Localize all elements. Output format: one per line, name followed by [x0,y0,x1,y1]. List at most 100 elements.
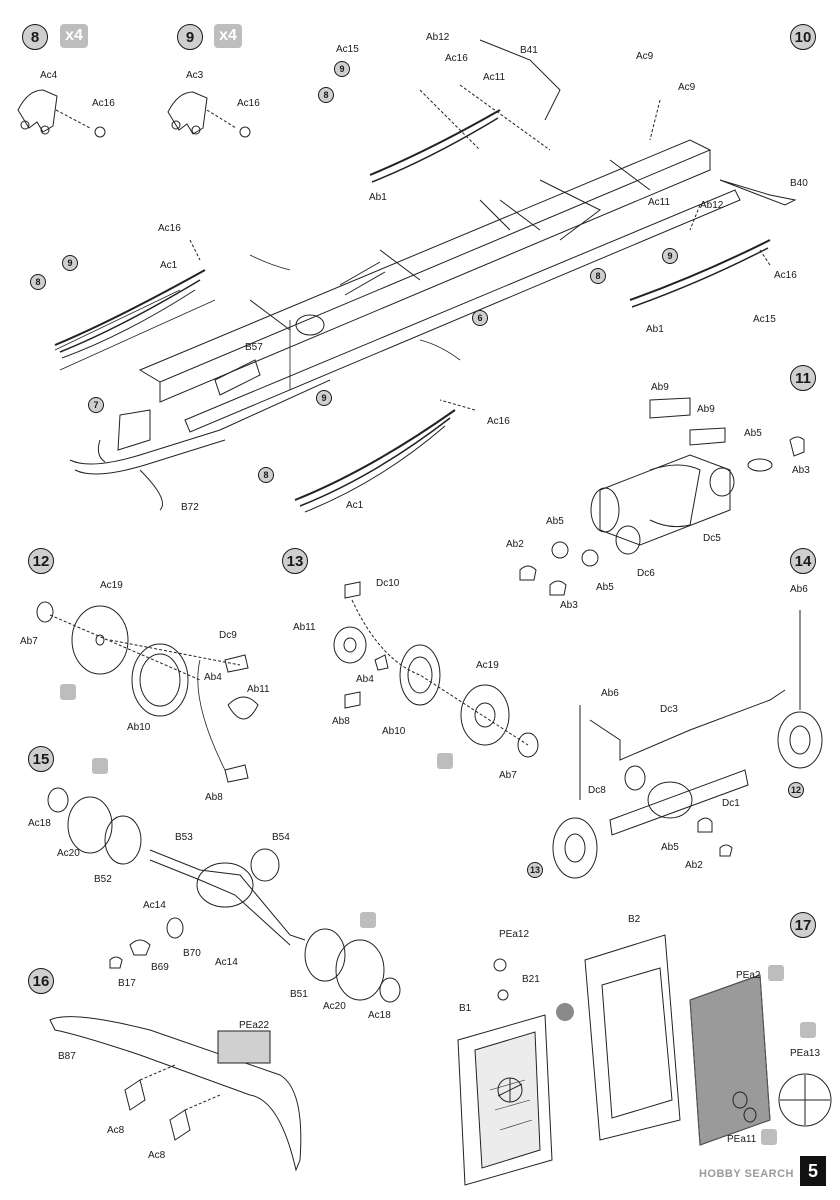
part-label: B51 [290,989,308,1000]
part-label: PEa2 [736,970,761,981]
part-label: Ab5 [661,842,679,853]
part-label: Dc3 [660,704,678,715]
step-number: 17 [790,912,816,938]
subassembly-ref: 9 [62,255,78,271]
subassembly-ref: 9 [334,61,350,77]
part-label: Ab5 [744,428,762,439]
subassembly-ref: 12 [788,782,804,798]
part-label: Ab5 [546,516,564,527]
part-label: Ab2 [506,539,524,550]
part-label: Ab8 [332,716,350,727]
quantity-badge: x4 [60,24,88,48]
part-label: Ab7 [20,636,38,647]
part-label: Ab3 [560,600,578,611]
part-label: Ab1 [646,324,664,335]
part-label: Ac8 [148,1150,166,1161]
step-number: 13 [282,548,308,574]
subassembly-ref: 8 [590,268,606,284]
part-label: Ac1 [346,500,364,511]
page-number: 5 [800,1156,826,1186]
subassembly-ref: 9 [316,390,332,406]
part-label: Ac14 [215,957,238,968]
part-label: Ac19 [100,580,123,591]
part-label: Ab3 [792,465,810,476]
subassembly-ref: 8 [318,87,334,103]
part-label: Ab2 [685,860,703,871]
part-label: Ac11 [483,72,506,83]
part-label: Ac11 [648,197,671,208]
step-number: 14 [790,548,816,574]
part-label: Ab1 [369,192,387,203]
glue-marker-icon [360,912,376,928]
part-label: Ac1 [160,260,178,271]
photoetch-marker-icon [768,965,784,981]
part-label: B52 [94,874,112,885]
part-label: Ab10 [127,722,151,733]
subassembly-ref: 8 [258,467,274,483]
step-number: 12 [28,548,54,574]
part-label: Dc5 [703,533,721,544]
part-label: Ac16 [487,416,510,427]
glue-marker-icon [92,758,108,774]
glue-marker-icon [60,684,76,700]
photoetch-marker-icon [761,1129,777,1145]
paint-marker-icon [556,1003,574,1021]
part-label: B54 [272,832,290,843]
part-label: B40 [790,178,808,189]
subassembly-ref: 8 [30,274,46,290]
step-number: 16 [28,968,54,994]
part-label: Ac20 [323,1001,346,1012]
part-label: Ac3 [186,70,204,81]
part-label: PEa11 [727,1134,757,1145]
part-label: Ac16 [774,270,797,281]
part-label: B72 [181,502,199,513]
part-label: Ab5 [596,582,614,593]
part-label: Ac14 [143,900,166,911]
quantity-badge: x4 [214,24,242,48]
part-label: PEa12 [499,929,530,940]
part-label: B1 [459,1003,472,1014]
subassembly-ref: 6 [472,310,488,326]
part-label: Dc9 [219,630,237,641]
part-label: Dc6 [637,568,655,579]
part-label: Ab8 [205,792,223,803]
part-label: Ac16 [445,53,468,64]
part-label: Ac15 [336,44,359,55]
part-label: Ab6 [790,584,808,595]
part-label: PEa22 [239,1020,270,1031]
glue-marker-icon [437,753,453,769]
step-number: 11 [790,365,816,391]
subassembly-ref: 13 [527,862,543,878]
part-label: Ab4 [356,674,374,685]
part-label: B57 [245,342,263,353]
part-label: Ac20 [57,848,80,859]
part-label: Ab6 [601,688,619,699]
part-label: B17 [118,978,136,989]
part-label: Ab7 [499,770,517,781]
part-label: Dc1 [722,798,740,809]
part-label: Ab12 [700,200,724,211]
part-label: Ab9 [651,382,669,393]
part-label: Ab12 [426,32,450,43]
part-label: B21 [522,974,540,985]
part-label: Ab10 [382,726,406,737]
part-label: Ac9 [678,82,696,93]
part-label: Ac15 [753,314,776,325]
part-label: B69 [151,962,169,973]
watermark: HOBBY SEARCH [698,1168,794,1180]
part-label: PEa13 [790,1048,821,1059]
part-label: Ac18 [28,818,51,829]
part-label: Dc8 [588,785,606,796]
part-label: B2 [628,914,641,925]
part-label: Dc10 [376,578,400,589]
photoetch-marker-icon [800,1022,816,1038]
part-label: Ac4 [40,70,58,81]
part-label: B87 [58,1051,76,1062]
part-label: Ac8 [107,1125,125,1136]
part-label: Ac16 [158,223,181,234]
part-label: Ab4 [204,672,222,683]
part-label: Ab11 [293,622,316,633]
part-label: Ac16 [237,98,260,109]
